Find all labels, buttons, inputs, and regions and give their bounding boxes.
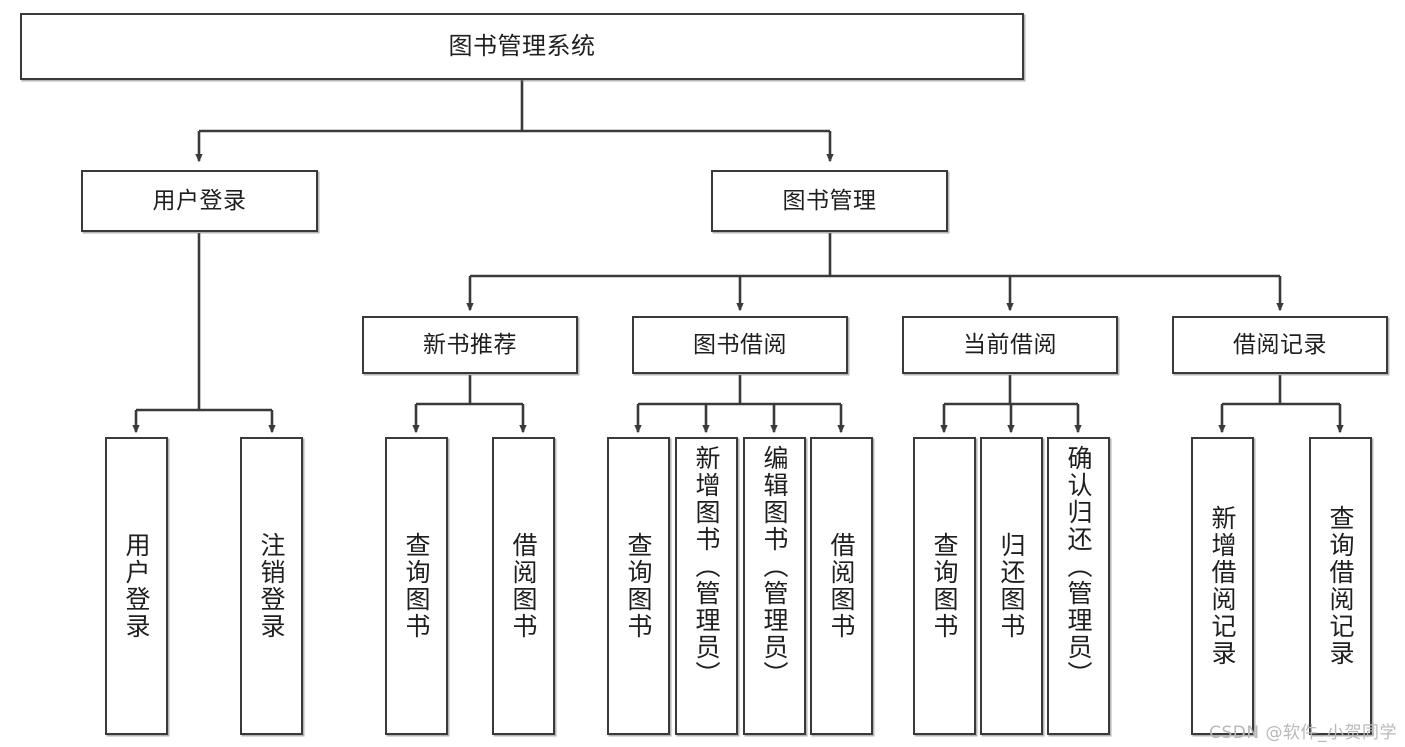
leaf-recommend-query-book[interactable]: 查询图书 [385,437,448,735]
node-label: 新增借阅记录 [1208,505,1237,667]
node-label: 编辑图书（管理员） [760,445,789,688]
node-label: 借阅图书 [827,532,856,640]
leaf-borrow-query-book[interactable]: 查询图书 [607,437,670,735]
leaf-record-query-record[interactable]: 查询借阅记录 [1309,437,1372,735]
leaf-recommend-borrow-book[interactable]: 借阅图书 [492,437,555,735]
node-label: 借阅图书 [509,532,538,640]
leaf-user-login-login[interactable]: 用户登录 [105,437,168,735]
node-current-borrow[interactable]: 当前借阅 [902,316,1118,374]
leaf-record-add-record[interactable]: 新增借阅记录 [1191,437,1254,735]
node-label: 图书借阅 [693,331,787,358]
node-label: 查询图书 [402,532,431,640]
node-label: 新增图书（管理员） [692,445,721,688]
node-label: 用户登录 [122,532,151,640]
node-new-book-recommend[interactable]: 新书推荐 [362,316,578,374]
leaf-borrow-borrow-book[interactable]: 借阅图书 [810,437,873,735]
leaf-current-query-book[interactable]: 查询图书 [913,437,976,735]
node-label: 图书管理系统 [448,31,596,60]
node-book-borrow[interactable]: 图书借阅 [632,316,848,374]
leaf-borrow-add-book-admin[interactable]: 新增图书（管理员） [675,437,738,735]
node-label: 查询图书 [930,532,959,640]
node-label: 查询借阅记录 [1326,505,1355,667]
node-label: 新书推荐 [423,331,517,358]
leaf-borrow-edit-book-admin[interactable]: 编辑图书（管理员） [743,437,806,735]
leaf-user-login-logout[interactable]: 注销登录 [240,437,303,735]
leaf-current-confirm-return-admin[interactable]: 确认归还（管理员） [1047,437,1110,735]
node-user-login[interactable]: 用户登录 [81,170,318,232]
node-label: 当前借阅 [963,331,1057,358]
node-label: 图书管理 [782,187,877,214]
node-book-management[interactable]: 图书管理 [711,170,948,232]
watermark: CSDN @软件_小贺同学 [1209,723,1397,743]
node-label: 注销登录 [257,532,286,640]
leaf-current-return-book[interactable]: 归还图书 [980,437,1043,735]
node-label: 用户登录 [152,187,247,214]
node-borrow-record[interactable]: 借阅记录 [1172,316,1388,374]
node-label: 借阅记录 [1233,331,1327,358]
node-label: 确认归还（管理员） [1064,445,1093,688]
node-label: 归还图书 [997,532,1026,640]
node-label: 查询图书 [624,532,653,640]
node-root-system[interactable]: 图书管理系统 [20,13,1024,80]
